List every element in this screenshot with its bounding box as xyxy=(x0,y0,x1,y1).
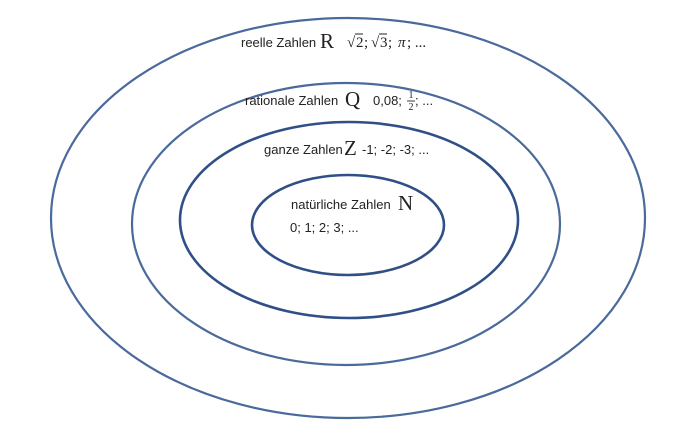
rational-numbers-examples: 0,08; 1 2 ; ... xyxy=(373,90,433,113)
ellipsis-suffix: ; ... xyxy=(407,35,426,51)
separator: ; xyxy=(364,35,368,51)
natural-numbers-symbol: N xyxy=(398,191,413,215)
rational-numbers-ring xyxy=(130,81,562,367)
real-numbers-label-group: reelle Zahlen R √ 2 ; √ 3 ; π ; ... xyxy=(241,29,426,53)
integer-numbers-label: ganze Zahlen xyxy=(264,142,343,157)
real-numbers-label: reelle Zahlen xyxy=(241,35,316,50)
rational-numbers-symbol: Q xyxy=(345,87,360,111)
rational-numbers-label: rationale Zahlen xyxy=(245,93,338,108)
integer-numbers-label-group: ganze Zahlen Z -1; -2; -3; ... xyxy=(264,136,429,160)
pi-symbol: π xyxy=(398,35,406,51)
integer-numbers-ring xyxy=(178,120,520,320)
integer-numbers-examples: -1; -2; -3; ... xyxy=(362,142,429,157)
real-numbers-ring xyxy=(49,16,647,420)
real-numbers-examples: √ 2 ; √ 3 ; π ; ... xyxy=(347,33,426,51)
sqrt-two-value: 2 xyxy=(356,35,364,51)
real-numbers-symbol: R xyxy=(320,29,334,53)
decimal-example: 0,08; xyxy=(373,93,402,108)
sqrt-symbol: √ xyxy=(371,35,380,51)
ellipsis-suffix: ; ... xyxy=(415,93,433,108)
sqrt-symbol: √ xyxy=(347,35,356,51)
rational-numbers-label-group: rationale Zahlen Q 0,08; 1 2 ; ... xyxy=(245,87,433,113)
natural-numbers-label-group: natürliche Zahlen N 0; 1; 2; 3; ... xyxy=(290,191,413,235)
natural-numbers-examples: 0; 1; 2; 3; ... xyxy=(290,220,359,235)
natural-numbers-label: natürliche Zahlen xyxy=(291,197,391,212)
fraction-numerator: 1 xyxy=(409,90,414,101)
integer-numbers-symbol: Z xyxy=(344,136,357,160)
separator: ; xyxy=(388,35,392,51)
fraction-denominator: 2 xyxy=(409,102,414,113)
sqrt-three-value: 3 xyxy=(380,35,388,51)
natural-numbers-ring xyxy=(250,173,446,277)
